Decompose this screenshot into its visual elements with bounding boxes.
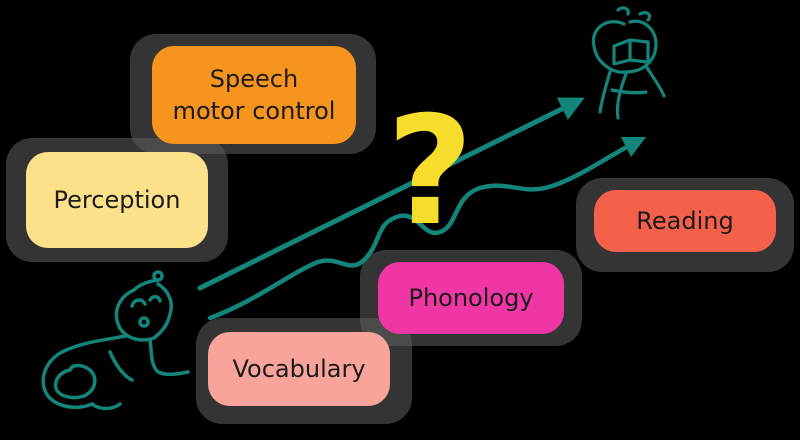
reading-box: Reading	[594, 190, 776, 252]
perception-box: Perception	[26, 152, 208, 248]
vocabulary-box: Vocabulary	[208, 332, 390, 406]
phonology-label: Phonology	[408, 283, 534, 312]
vocabulary-label: Vocabulary	[232, 354, 366, 383]
speech-motor-control-box: Speech motor control	[152, 46, 356, 144]
wavy-arrow-icon	[207, 136, 647, 321]
reading-label: Reading	[636, 206, 734, 235]
perception-label: Perception	[53, 185, 181, 214]
baby-crawling-icon	[41, 270, 190, 411]
straight-arrow-icon	[197, 97, 585, 291]
question-mark: ?	[386, 85, 474, 259]
phonology-box: Phonology	[378, 262, 564, 334]
speech-motor-control-label: Speech motor control	[172, 64, 336, 125]
adult-reading-icon	[591, 6, 666, 120]
